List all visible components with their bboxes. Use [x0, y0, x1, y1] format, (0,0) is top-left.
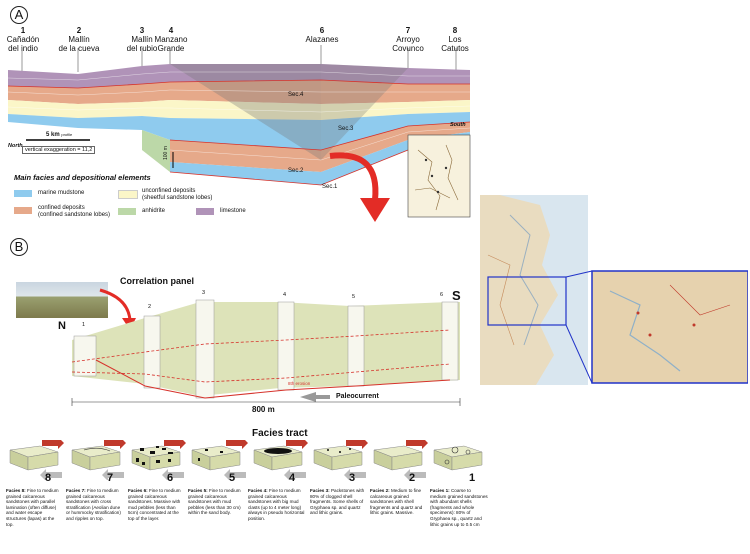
facies-number-3: 3 — [348, 472, 356, 484]
column-5: 5 — [352, 294, 356, 300]
facies-8-description: Facies 8: Fine to medium grained calcare… — [6, 488, 59, 527]
south-marker: S — [452, 288, 461, 303]
column-3: 3 — [202, 290, 206, 296]
legend-swatch-marine-mudstone — [14, 190, 32, 197]
anhydrite-strip — [142, 130, 170, 172]
facies-2-description: Facies 2: Medium to fine calcareous grai… — [370, 488, 423, 516]
facies-7-description: Facies 7: Fine to medium grained calcare… — [66, 488, 121, 521]
facies-number-2: 2 — [408, 472, 416, 484]
vertical-exaggeration: vertical exaggeration = 11,2 — [22, 146, 96, 154]
facies-6-description: Facies 6: Fine to medium grained calcare… — [128, 488, 181, 521]
facies-number-8: 8 — [44, 472, 52, 484]
sequence-3: Sec.3 — [338, 126, 354, 132]
facies-4-description: Facies 4: Fine to medium grained calcare… — [248, 488, 305, 521]
legend-title: Main facies and depositional elements — [14, 173, 151, 182]
panel-b-label: B — [10, 238, 28, 256]
north-label: North — [8, 143, 23, 149]
field-photo — [16, 282, 108, 318]
sequence-4: Sec.4 — [288, 92, 304, 98]
sequence-1: Sec.1 — [322, 184, 338, 190]
erosion-label: 8th erosion — [288, 381, 311, 386]
panel-a-label: A — [10, 6, 28, 24]
legend-swatch-anhidrite — [118, 208, 136, 215]
zoomed-map — [591, 270, 748, 384]
facies-number-1: 1 — [468, 472, 476, 484]
legend-swatch-limestone — [196, 208, 214, 215]
legend-label-confined: confined deposits(confined sandstone lob… — [38, 205, 111, 218]
scale-label: 5 km profile — [46, 132, 73, 138]
facies-number-7: 7 — [106, 472, 114, 484]
distance-label: 800 m — [252, 405, 275, 414]
inset-location-map — [407, 134, 471, 218]
facies-number-4: 4 — [288, 472, 296, 484]
correlation-panel-label: Correlation panel — [120, 276, 195, 286]
legend-swatch-confined — [14, 207, 32, 214]
sand-layer-1 — [8, 80, 470, 104]
mud-layer-2 — [170, 132, 470, 185]
legend-swatch-unconfined — [118, 190, 138, 199]
panel-link-arrow — [329, 152, 379, 201]
south-label: South — [450, 122, 466, 128]
paleocurrent-label: Paleocurrent — [336, 393, 379, 400]
north-marker: N — [58, 320, 66, 332]
legend-label-marine-mudstone: marine mudstone — [38, 190, 85, 196]
facies-number-6: 6 — [166, 472, 174, 484]
legend-label-limestone: limestone — [220, 208, 246, 214]
sand-layer-3 — [170, 122, 470, 172]
facies-1-description: Facies 1: Coarse to medium grained sands… — [430, 488, 488, 527]
sequence-2: Sec.2 — [288, 168, 304, 174]
column-1: 1 — [82, 322, 86, 328]
regional-maps — [480, 195, 748, 385]
legend-label-unconfined: unconfined deposits(sheetful sandstone l… — [142, 188, 213, 201]
legend-label-anhidrite: anhidrite — [142, 208, 166, 214]
facies-5-description: Facies 5: Fine to medium grained calcare… — [188, 488, 241, 516]
facies-number-5: 5 — [228, 472, 236, 484]
facies-3-description: Facies 3: Packstones with 80% of clogged… — [310, 488, 365, 516]
limestone-top-layer — [8, 64, 470, 88]
column-2: 2 — [148, 304, 152, 310]
facies-tract-title: Facies tract — [252, 428, 308, 439]
paleocurrent-arrow — [300, 392, 316, 402]
facies-blocks — [9, 440, 483, 480]
column-6: 6 — [440, 292, 444, 298]
column-4: 4 — [283, 292, 287, 298]
